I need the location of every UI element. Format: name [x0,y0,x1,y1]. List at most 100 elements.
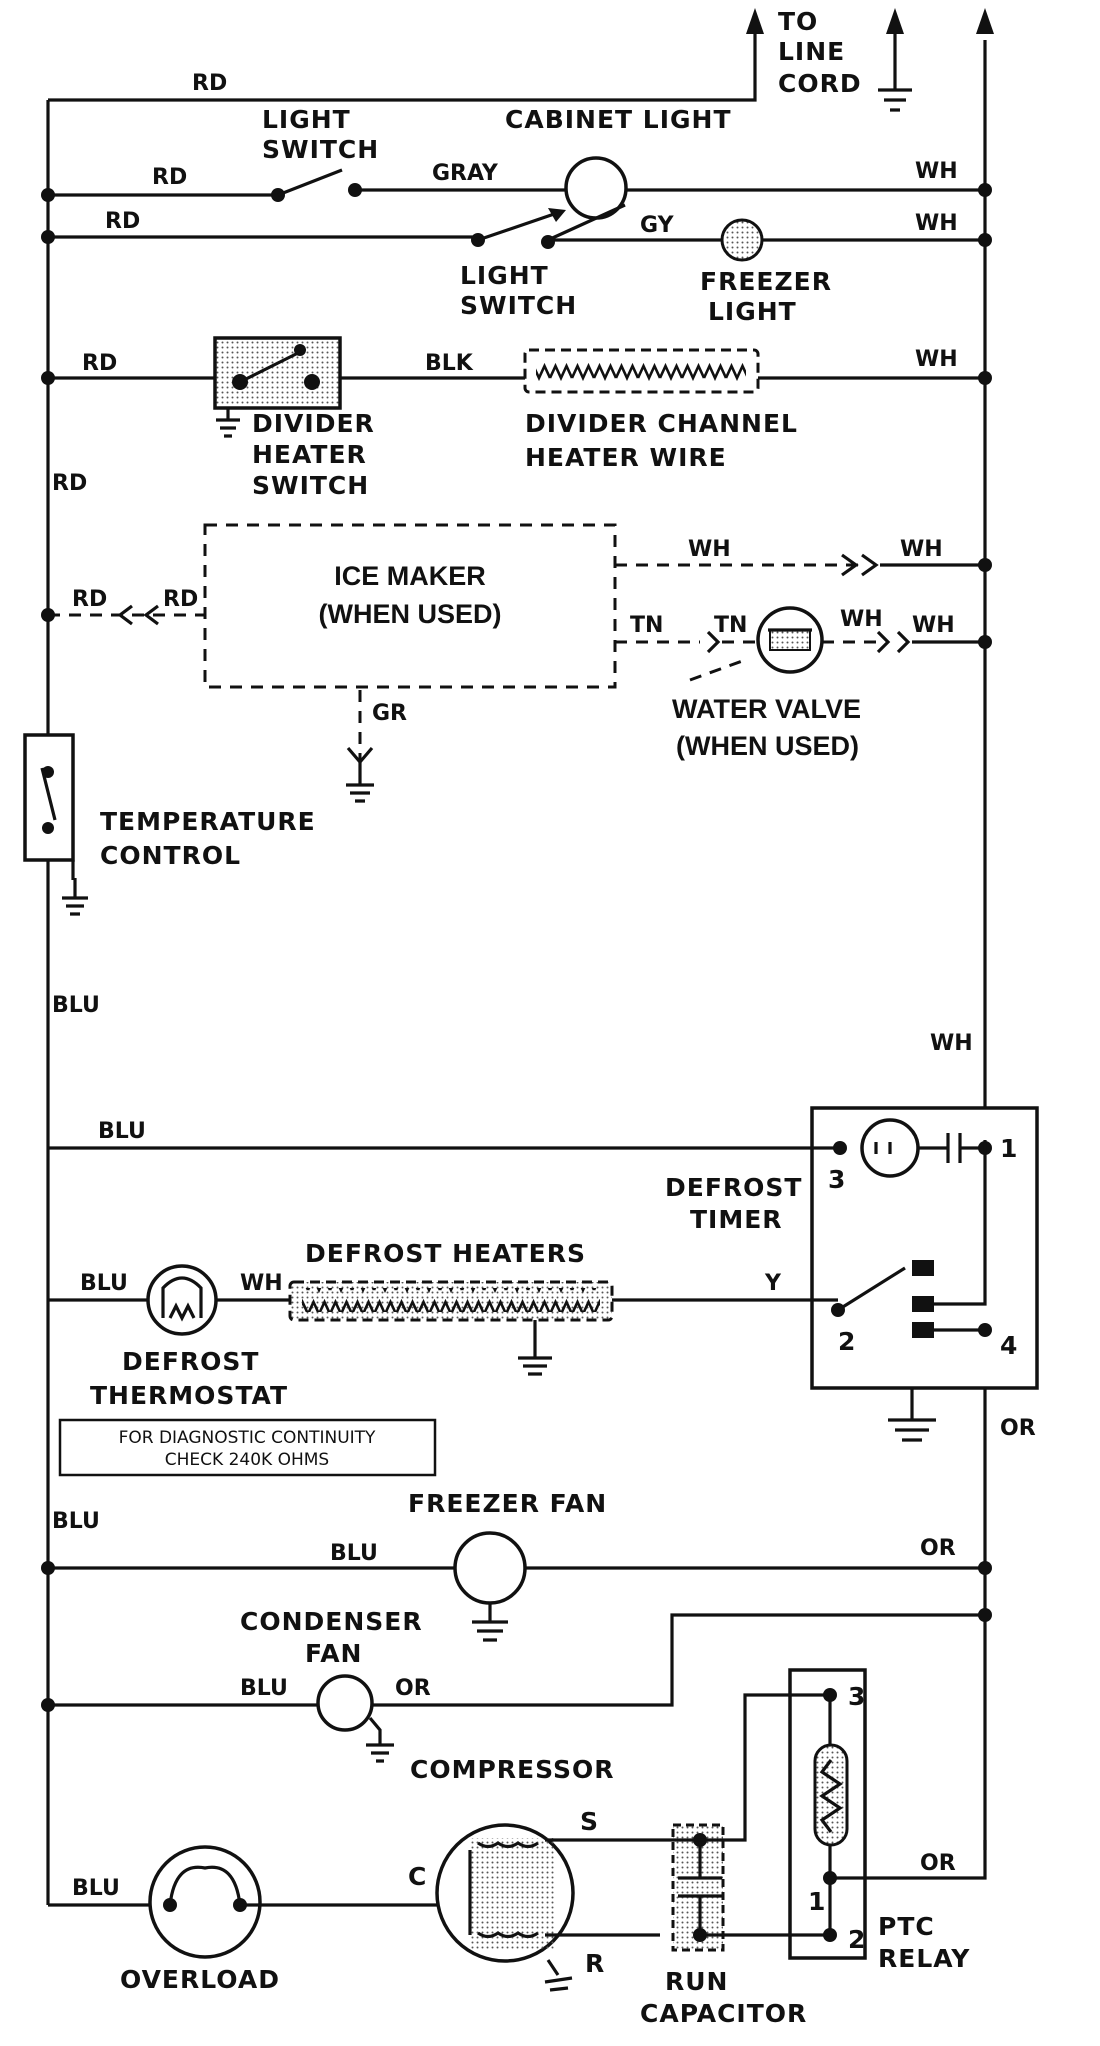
svg-text:LIGHT: LIGHT [460,261,549,290]
svg-text:Y: Y [764,1271,782,1296]
svg-text:2: 2 [838,1327,856,1356]
svg-text:GR: GR [372,701,407,726]
svg-text:FOR DIAGNOSTIC CONTINUITY: FOR DIAGNOSTIC CONTINUITY [119,1428,376,1448]
svg-text:PTC: PTC [878,1912,935,1941]
svg-text:(WHEN USED): (WHEN USED) [319,599,502,629]
svg-text:CAPACITOR: CAPACITOR [640,1999,807,2028]
svg-text:WATER VALVE: WATER VALVE [672,694,861,724]
svg-text:BLU: BLU [330,1541,378,1566]
defrost-timer: BLU 1 3 DEFROST TIMER 2 4 OR [48,1106,1039,1442]
svg-text:RD: RD [72,587,107,612]
overload: BLU OVERLOAD [48,1845,445,1994]
svg-text:RD: RD [105,209,140,234]
svg-text:CONDENSER: CONDENSER [240,1607,423,1636]
svg-text:BLU: BLU [52,1509,100,1534]
svg-text:HEATER WIRE: HEATER WIRE [525,443,727,472]
line-cord-label: CORD [778,69,862,98]
svg-text:BLU: BLU [98,1119,146,1144]
line-cord: TO LINE CORD RD [48,7,994,112]
svg-text:TN: TN [630,613,663,638]
svg-text:WH: WH [915,347,958,372]
svg-text:BLU: BLU [72,1876,120,1901]
svg-text:RELAY: RELAY [878,1944,970,1973]
svg-text:OR: OR [920,1851,956,1876]
diagnostic-note: FOR DIAGNOSTIC CONTINUITY CHECK 240K OHM… [58,1418,437,1477]
divider-heater-circuit: RD BLK WH [41,347,992,385]
freezer-light-circuit: RD GY WH [41,203,992,247]
svg-text:DEFROST: DEFROST [665,1173,802,1202]
svg-text:WH: WH [840,607,883,632]
svg-text:OR: OR [1000,1416,1036,1441]
wire-label: RD [192,71,227,96]
cabinet-light-circuit: RD GRAY WH [41,159,992,202]
svg-text:OVERLOAD: OVERLOAD [120,1965,280,1994]
svg-text:THERMOSTAT: THERMOSTAT [90,1381,288,1410]
ice-maker: ICE MAKER (WHEN USED) RD RD GR WH WH [41,523,992,803]
wire-label: WH [915,159,958,184]
svg-text:RD: RD [82,351,117,376]
compressor: C S R [408,1807,690,1992]
svg-text:TN: TN [714,613,747,638]
svg-text:S: S [580,1807,599,1836]
svg-text:WH: WH [912,613,955,638]
wire-label: RD [152,165,187,190]
condenser-fan-circuit: BLU OR [41,1608,992,1712]
svg-text:DIVIDER CHANNEL: DIVIDER CHANNEL [525,409,798,438]
defrost-heaters: DEFROST HEATERS [288,1239,614,1376]
freezer-fan-circuit: BLU BLU OR [41,1509,992,1575]
svg-text:GY: GY [640,213,675,238]
line-cord-label: LINE [778,37,845,66]
svg-text:WH: WH [688,537,731,562]
svg-text:FAN: FAN [305,1639,362,1668]
svg-text:2: 2 [848,1925,866,1954]
svg-text:3: 3 [848,1682,866,1711]
divider-heater-switch: DIVIDER HEATER SWITCH [213,336,375,500]
wire-label: BLU [52,993,100,1018]
cabinet-light: CABINET LIGHT [505,105,732,220]
svg-text:FREEZER: FREEZER [700,267,832,296]
svg-text:HEATER: HEATER [252,440,367,469]
condenser-fan: CONDENSER FAN [240,1607,423,1763]
svg-text:BLU: BLU [80,1271,128,1296]
wire-label: RD [52,471,87,496]
svg-text:DIVIDER: DIVIDER [252,409,375,438]
water-valve: TN TN WH WH WATER VALVE (WHEN USED) [615,606,992,761]
svg-text:SWITCH: SWITCH [460,291,577,320]
svg-text:1: 1 [808,1887,826,1916]
svg-text:CONTROL: CONTROL [100,841,241,870]
defrost-thermostat: DEFROST THERMOSTAT [90,1264,288,1410]
svg-text:C: C [408,1862,427,1891]
wire-label: GRAY [432,161,499,186]
svg-text:WH: WH [915,211,958,236]
svg-text:3: 3 [828,1165,846,1194]
svg-text:(WHEN USED): (WHEN USED) [676,731,859,761]
svg-text:TEMPERATURE: TEMPERATURE [100,807,316,836]
svg-text:OR: OR [395,1676,431,1701]
light-switch: LIGHT SWITCH [460,208,577,320]
defrost-circuit: BLU WH Y [48,1271,838,1302]
svg-text:LIGHT: LIGHT [708,297,797,326]
svg-text:SWITCH: SWITCH [262,135,379,164]
svg-text:WH: WH [240,1271,283,1296]
light-switch: LIGHT SWITCH [262,105,379,202]
svg-text:RD: RD [163,587,198,612]
svg-text:WH: WH [900,537,943,562]
svg-text:SWITCH: SWITCH [252,471,369,500]
svg-text:LIGHT: LIGHT [262,105,351,134]
svg-text:4: 4 [1000,1331,1018,1360]
wire-label: WH [930,1031,973,1056]
svg-text:TIMER: TIMER [690,1205,783,1234]
run-capacitor: RUN CAPACITOR [640,1823,807,2028]
svg-text:R: R [585,1949,605,1978]
svg-text:DEFROST: DEFROST [122,1347,259,1376]
svg-text:CHECK 240K OHMS: CHECK 240K OHMS [165,1450,329,1470]
svg-text:1: 1 [1000,1134,1018,1163]
svg-text:DEFROST HEATERS: DEFROST HEATERS [305,1239,586,1268]
line-cord-label: TO [778,7,818,36]
freezer-fan: FREEZER FAN [408,1489,606,1642]
svg-text:CABINET LIGHT: CABINET LIGHT [505,105,732,134]
svg-text:BLK: BLK [425,351,474,376]
ptc-relay: 3 OR 1 2 PTC RELAY [690,1668,987,1973]
freezer-light: FREEZER LIGHT [700,218,832,326]
